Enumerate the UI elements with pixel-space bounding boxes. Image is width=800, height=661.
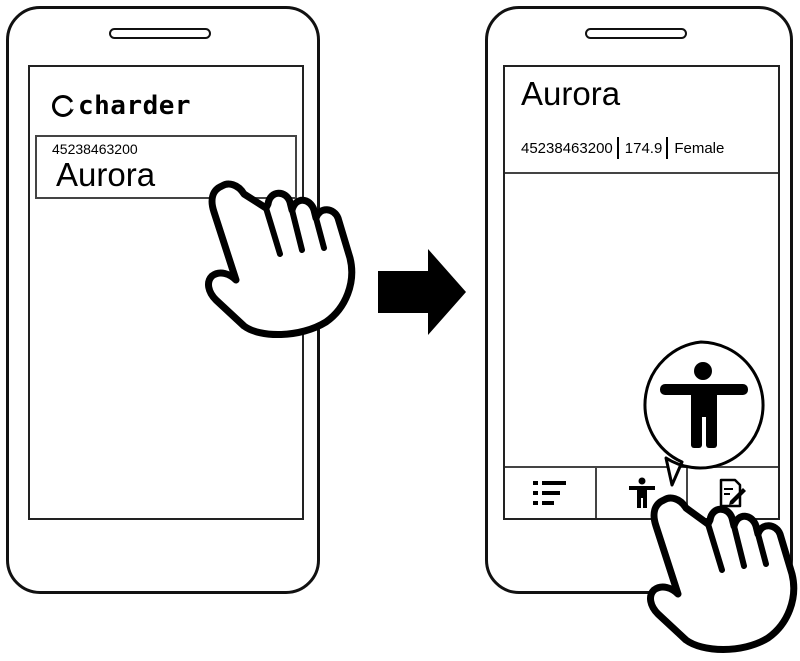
list-button[interactable] xyxy=(505,468,597,518)
header-divider xyxy=(505,172,778,174)
body-composition-button[interactable] xyxy=(597,468,689,518)
edit-note-button[interactable] xyxy=(688,468,778,518)
right-arrow-icon xyxy=(378,249,466,335)
bottom-toolbar xyxy=(505,466,778,518)
patient-id: 45238463200 xyxy=(52,141,138,157)
patient-name-header: Aurora xyxy=(521,75,621,112)
phone-speaker xyxy=(109,28,211,39)
divider xyxy=(666,137,669,159)
body-icon xyxy=(660,362,748,448)
patient-height: 174.9 xyxy=(624,139,663,157)
brand-logo-text: charder xyxy=(78,91,192,121)
magnified-callout xyxy=(643,340,765,487)
patient-name: Aurora xyxy=(56,156,156,193)
body-icon xyxy=(628,477,655,508)
patient-id: 45238463200 xyxy=(521,139,613,157)
brand-logo-ring-icon xyxy=(52,95,74,117)
patient-info-row: 45238463200 174.9 Female xyxy=(521,137,724,159)
divider xyxy=(616,137,619,159)
tap-hand-icon xyxy=(205,180,356,338)
list-icon xyxy=(532,481,566,505)
patient-gender: Female xyxy=(674,139,725,157)
tap-hand-icon xyxy=(647,494,798,653)
edit-note-icon xyxy=(719,478,747,508)
patient-list-item[interactable]: 45238463200 Aurora xyxy=(35,135,297,199)
brand-logo: charder xyxy=(52,91,191,121)
phone-speaker xyxy=(585,28,687,39)
